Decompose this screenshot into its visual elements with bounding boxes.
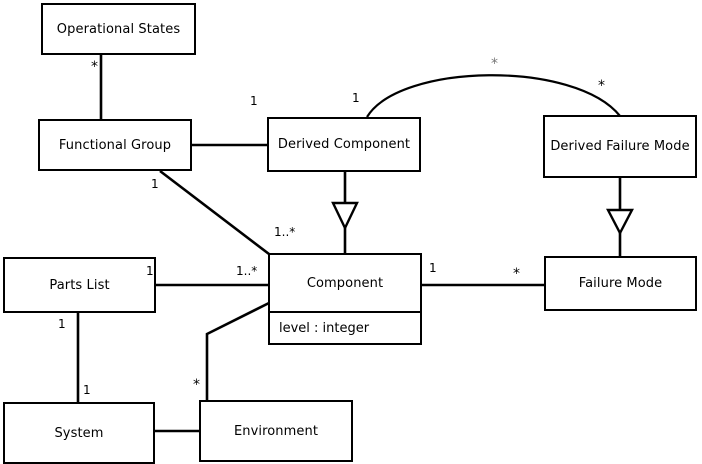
multiplicity-pl-to-system: 1 <box>58 317 66 331</box>
multiplicity-opstates-to-fg: * <box>91 59 98 75</box>
edge-environment-component <box>205 301 270 400</box>
edge-functional-group-component <box>159 169 270 256</box>
class-name-failure-mode: Failure Mode <box>578 276 663 291</box>
multiplicity-pl-to-comp: 1 <box>146 264 154 278</box>
class-name-derived-failure-mode: Derived Failure Mode <box>550 139 690 154</box>
class-box-system[interactable]: System <box>3 402 155 464</box>
class-name-derived-component: Derived Component <box>277 137 411 152</box>
multiplicity-fg-to-comp: 1 <box>151 177 159 191</box>
class-box-derived-failure-mode[interactable]: Derived Failure Mode <box>543 115 697 178</box>
class-name-component: Component <box>306 275 384 291</box>
class-name-operational-states: Operational States <box>56 21 181 37</box>
generalization-arrow-icon <box>331 201 359 231</box>
multiplicity-env-to-comp: * <box>193 377 200 393</box>
class-name-environment: Environment <box>233 423 319 439</box>
multiplicity-curve-apex: * <box>491 56 498 72</box>
class-box-parts-list[interactable]: Parts List <box>3 257 156 313</box>
class-name-functional-group: Functional Group <box>58 137 172 153</box>
class-name-parts-list: Parts List <box>49 277 110 293</box>
class-box-component[interactable]: Component level : integer <box>268 253 422 345</box>
multiplicity-comp-diag-upper: 1..* <box>274 225 296 239</box>
class-box-failure-mode[interactable]: Failure Mode <box>544 256 697 311</box>
multiplicity-comp-diag-lower: 1..* <box>236 264 258 278</box>
multiplicity-dfm-curve-right: * <box>598 78 605 94</box>
class-attribute-component-level: level : integer <box>270 311 420 343</box>
class-box-environment[interactable]: Environment <box>199 400 353 462</box>
multiplicity-fg-to-dc: 1 <box>250 94 258 108</box>
generalization-arrow-icon <box>606 208 634 236</box>
multiplicity-dc-curve-left: 1 <box>352 91 360 105</box>
multiplicity-comp-to-fm: 1 <box>429 261 437 275</box>
multiplicity-fm-left: * <box>513 266 520 282</box>
class-box-functional-group[interactable]: Functional Group <box>38 119 192 171</box>
class-box-derived-component[interactable]: Derived Component <box>267 117 421 172</box>
edge-derived-component-derived-failure-mode <box>366 74 621 118</box>
class-name-system: System <box>54 425 104 441</box>
class-box-operational-states[interactable]: Operational States <box>41 3 196 55</box>
multiplicity-system-to-pl: 1 <box>83 383 91 397</box>
